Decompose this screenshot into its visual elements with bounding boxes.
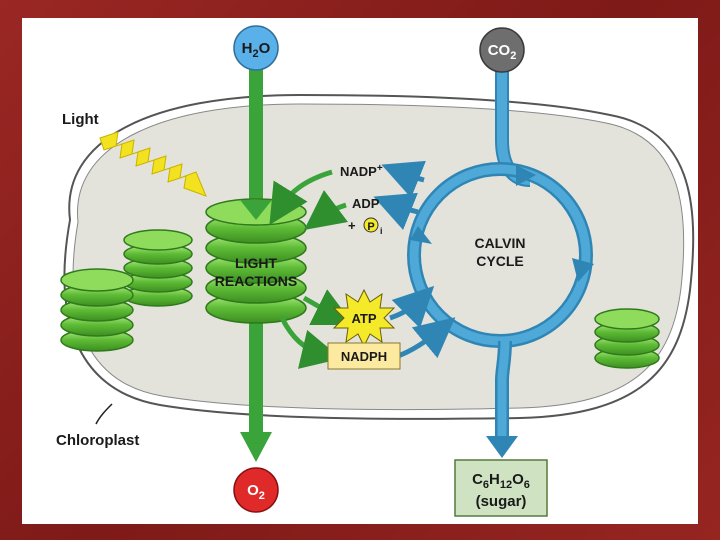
nadph-out-arrow <box>279 316 342 369</box>
atp-label: ATP <box>351 311 376 326</box>
adp-plus: + <box>348 218 356 233</box>
calvin-to-adp-arrow <box>373 192 419 230</box>
nadp-label: NADP+ <box>340 163 383 179</box>
light-zigzag-arrow <box>99 131 207 197</box>
light-reactions-label-line1: LIGHT <box>235 255 277 271</box>
glucose-formula: C6H12O6 <box>472 471 530 491</box>
calvin-cycle-arrow-left <box>410 226 432 244</box>
o2-label: O2 <box>247 482 265 502</box>
h2o-circle <box>233 25 279 71</box>
chloroplast-label: Chloroplast <box>56 432 139 449</box>
chloroplast-pointer <box>95 403 113 425</box>
o2-arrow-head <box>240 432 272 462</box>
nadph-box <box>327 342 401 370</box>
calvin-cycle-label-line2: CYCLE <box>476 253 523 269</box>
calvin-cycle-label-line1: CALVIN <box>474 235 525 251</box>
sugar-arrow-head <box>486 436 518 458</box>
nadph-to-calvin-arrow <box>397 317 456 359</box>
light-reactions-label-line2: REACTIONS <box>215 273 297 289</box>
o2-circle <box>233 467 279 513</box>
co2-label: CO2 <box>488 42 517 62</box>
co2-circle <box>479 27 525 73</box>
nadp-return-arrow <box>269 169 333 225</box>
sugar-box <box>454 459 548 517</box>
sugar-label: (sugar) <box>476 493 527 510</box>
nadph-label: NADPH <box>341 349 387 364</box>
phosphate-icon <box>363 217 379 233</box>
adp-return-arrow <box>303 190 348 230</box>
light-label: Light <box>62 111 99 128</box>
thylakoid-stack-left-front <box>60 268 134 352</box>
phosphate-sub: i <box>380 226 383 236</box>
h2o-label: H2O <box>242 40 271 60</box>
thylakoid-stack-right <box>594 308 660 369</box>
phosphate-label: P <box>367 221 374 233</box>
calvin-cycle-arrow-right <box>572 258 594 282</box>
o2-arrow-shaft <box>249 320 263 435</box>
atp-out-arrow <box>302 289 354 325</box>
calvin-to-nadp-arrow <box>381 160 426 198</box>
h2o-arrow-shaft <box>249 60 263 220</box>
adp-label: ADP <box>352 196 380 211</box>
h2o-arrow-head <box>240 200 272 220</box>
thylakoid-stack-left-back <box>123 229 193 307</box>
calvin-cycle-arrow-top <box>516 165 536 186</box>
atp-to-calvin-arrow <box>389 285 435 329</box>
